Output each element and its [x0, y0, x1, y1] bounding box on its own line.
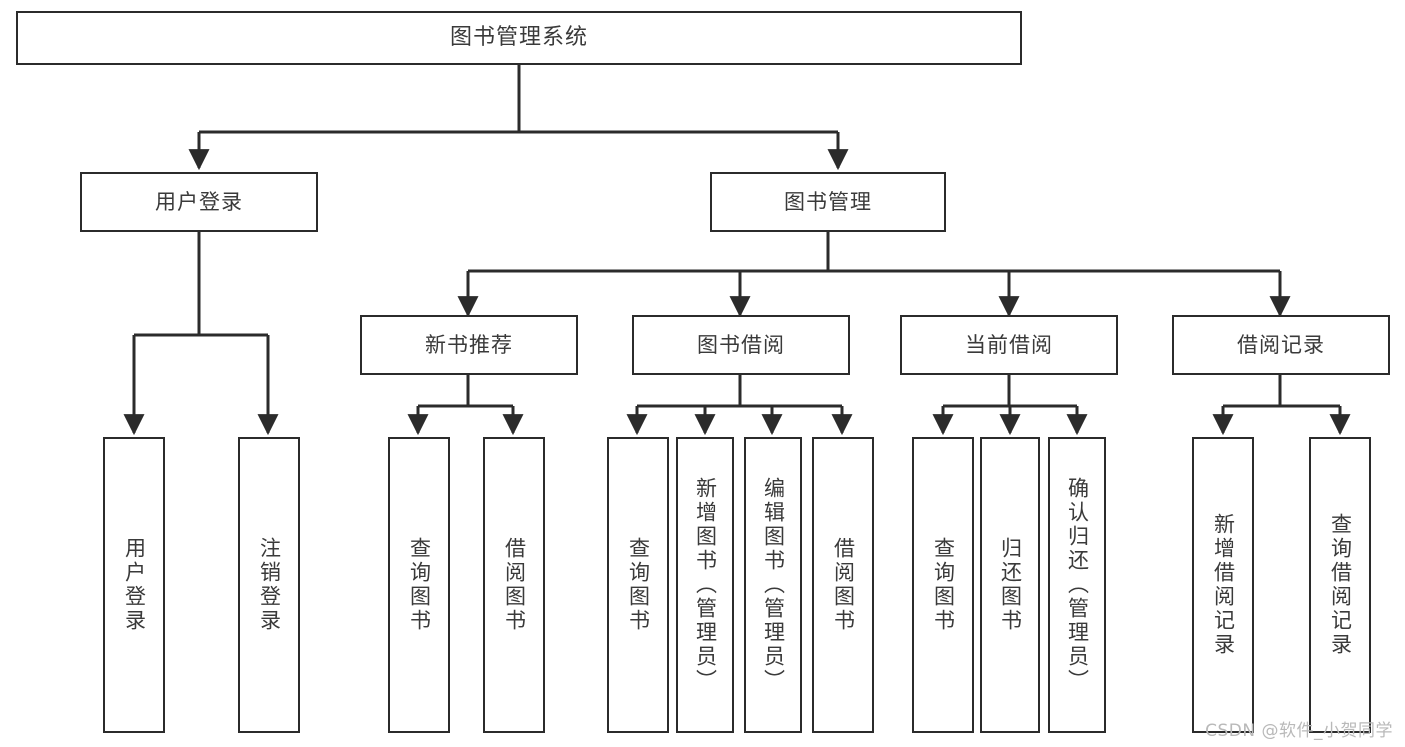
node-label: 当前借阅	[965, 332, 1053, 357]
node-label: 查询图书	[931, 537, 956, 633]
node-label: 查询借阅记录	[1328, 513, 1353, 657]
leaf-current-borrow-confirm-return-admin[interactable]: 确认归还（管理员）	[1048, 437, 1106, 733]
node-new-book-recommendation[interactable]: 新书推荐	[360, 315, 578, 375]
leaf-current-borrow-query-books[interactable]: 查询图书	[912, 437, 974, 733]
node-label: 查询图书	[626, 537, 651, 633]
node-root-book-management-system[interactable]: 图书管理系统	[16, 11, 1022, 65]
node-label: 借阅记录	[1237, 332, 1325, 357]
leaf-borrow-record-query-record[interactable]: 查询借阅记录	[1309, 437, 1371, 733]
node-current-borrowing[interactable]: 当前借阅	[900, 315, 1118, 375]
node-book-borrowing[interactable]: 图书借阅	[632, 315, 850, 375]
node-label: 用户登录	[155, 189, 243, 214]
leaf-new-book-borrow-books[interactable]: 借阅图书	[483, 437, 545, 733]
leaf-borrow-record-add-record[interactable]: 新增借阅记录	[1192, 437, 1254, 733]
leaf-user-login-logout[interactable]: 注销登录	[238, 437, 300, 733]
node-label: 确认归还（管理员）	[1065, 477, 1090, 693]
leaf-book-borrow-edit-book-admin[interactable]: 编辑图书（管理员）	[744, 437, 802, 733]
node-label: 借阅图书	[831, 537, 856, 633]
node-label: 查询图书	[407, 537, 432, 633]
leaf-user-login-login[interactable]: 用户登录	[103, 437, 165, 733]
node-label: 新增图书（管理员）	[693, 477, 718, 693]
node-label: 图书管理	[784, 189, 872, 214]
node-label: 用户登录	[122, 537, 147, 633]
csdn-watermark: CSDN @软件_小贺同学	[1205, 721, 1393, 741]
node-book-management[interactable]: 图书管理	[710, 172, 946, 232]
node-label: 新书推荐	[425, 332, 513, 357]
leaf-current-borrow-return-books[interactable]: 归还图书	[980, 437, 1040, 733]
leaf-book-borrow-borrow-books[interactable]: 借阅图书	[812, 437, 874, 733]
node-label: 新增借阅记录	[1211, 513, 1236, 657]
leaf-book-borrow-add-book-admin[interactable]: 新增图书（管理员）	[676, 437, 734, 733]
node-label: 归还图书	[998, 537, 1023, 633]
node-borrowing-record[interactable]: 借阅记录	[1172, 315, 1390, 375]
leaf-new-book-query-books[interactable]: 查询图书	[388, 437, 450, 733]
leaf-book-borrow-query-books[interactable]: 查询图书	[607, 437, 669, 733]
node-label: 借阅图书	[502, 537, 527, 633]
node-user-login[interactable]: 用户登录	[80, 172, 318, 232]
node-label: 编辑图书（管理员）	[761, 477, 786, 693]
node-label: 图书管理系统	[449, 25, 588, 51]
node-label: 图书借阅	[697, 332, 785, 357]
node-label: 注销登录	[257, 537, 282, 633]
